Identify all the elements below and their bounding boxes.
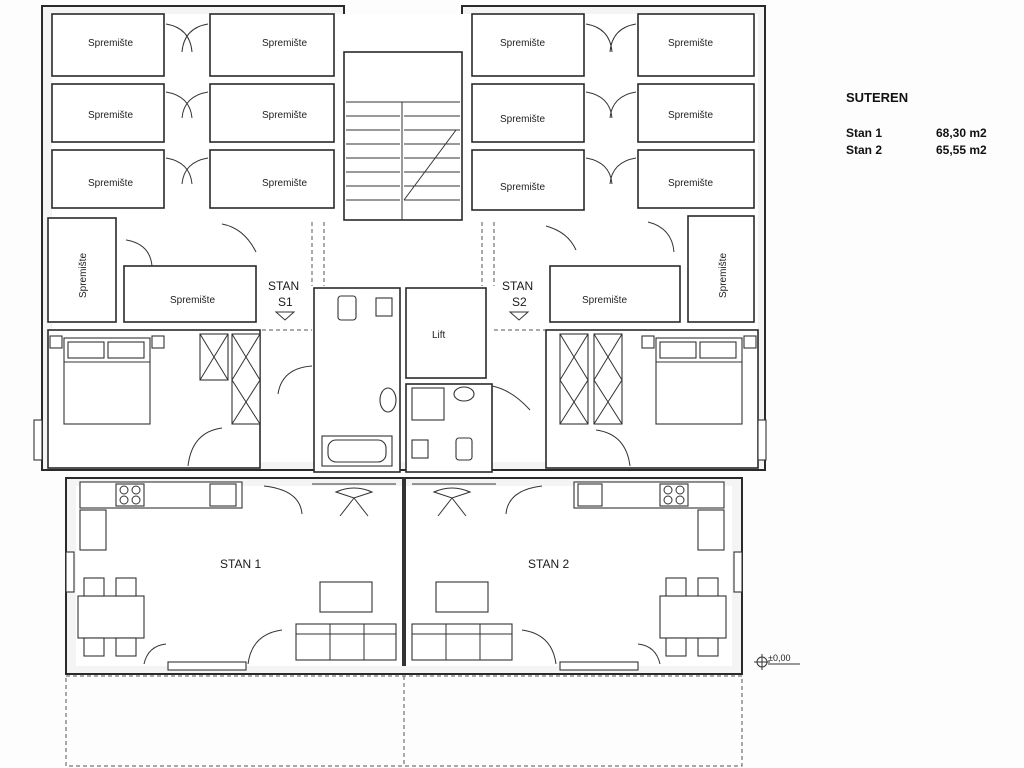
window <box>65 551 75 593</box>
storage-label: Spremište <box>582 295 627 306</box>
storage-label: Spremište <box>262 110 307 121</box>
legend-row-stan2: Stan 2 65,55 m2 <box>846 142 1016 159</box>
stan1-room-label: STAN 1 <box>220 557 261 571</box>
storage-room <box>637 149 755 209</box>
legend-row-stan1: Stan 1 68,30 m2 <box>846 125 1016 142</box>
storage-label: Spremište <box>88 178 133 189</box>
dining-table <box>77 595 145 639</box>
legend-unit-area: 68,30 m2 <box>936 126 987 140</box>
sanitary-fixtures <box>321 295 475 467</box>
storage-label: Spremište <box>262 38 307 49</box>
corridor-lines <box>262 222 546 331</box>
storage-label: Spremište <box>500 38 545 49</box>
stan2-entry-sub: S2 <box>512 295 527 309</box>
wardrobe <box>231 333 261 425</box>
legend-title: SUTEREN <box>846 90 909 105</box>
area-legend: SUTEREN Stan 1 68,30 m2 Stan 2 65,55 m2 <box>846 90 1016 159</box>
storage-rooms-right <box>471 13 755 323</box>
storage-label: Spremište <box>500 182 545 193</box>
storage-label: Spremište <box>78 253 89 298</box>
bedroom-stan2 <box>491 329 759 469</box>
living-stan2 <box>411 481 727 671</box>
storage-label: Spremište <box>170 295 215 306</box>
storage-room <box>123 265 257 323</box>
stan1-entry-sub: S1 <box>278 295 293 309</box>
storage-room <box>687 215 755 323</box>
entry-marker-icon <box>274 311 296 321</box>
level-label: ±0,00 <box>768 653 790 663</box>
storage-room <box>51 83 165 143</box>
level-marker: ±0,00 <box>754 653 800 670</box>
stan2-room-label: STAN 2 <box>528 557 569 571</box>
storage-label: Spremište <box>500 114 545 125</box>
storage-room <box>51 149 165 209</box>
sofa <box>295 623 397 661</box>
lift-shaft <box>405 287 487 379</box>
storage-label: Spremište <box>668 38 713 49</box>
dining-table <box>659 595 727 639</box>
storage-room <box>51 13 165 77</box>
storage-label: Spremište <box>668 110 713 121</box>
wardrobe <box>593 333 623 425</box>
storage-room <box>637 13 755 77</box>
storage-label: Spremište <box>718 253 729 298</box>
window <box>733 551 743 593</box>
wardrobe <box>559 333 589 425</box>
entry-marker-icon <box>508 311 530 321</box>
storage-room <box>471 83 585 143</box>
storage-room <box>471 149 585 211</box>
coffee-table <box>435 581 489 613</box>
legend-unit-name: Stan 1 <box>846 126 883 140</box>
stair-core <box>343 51 463 221</box>
storage-label: Spremište <box>88 38 133 49</box>
storage-room <box>549 265 681 323</box>
stair-treads <box>346 101 460 220</box>
storage-room <box>209 13 335 77</box>
window <box>757 419 767 461</box>
storage-label: Spremište <box>88 110 133 121</box>
living-stan1 <box>77 481 397 671</box>
sofa <box>411 623 513 661</box>
storage-room <box>209 149 335 209</box>
legend-unit-area: 65,55 m2 <box>936 143 987 157</box>
storage-room <box>47 217 117 323</box>
stan1-entry-label: STAN <box>268 279 299 293</box>
coffee-table <box>319 581 373 613</box>
storage-room <box>637 83 755 143</box>
stan2-entry-label: STAN <box>502 279 533 293</box>
storage-room <box>471 13 585 77</box>
bedroom-stan1 <box>47 329 313 469</box>
storage-label: Spremište <box>262 178 307 189</box>
legend-unit-name: Stan 2 <box>846 143 883 157</box>
lift-label: Lift <box>432 330 446 341</box>
storage-room <box>209 83 335 143</box>
window <box>33 419 43 461</box>
storage-rooms-left <box>47 13 335 323</box>
storage-label: Spremište <box>668 178 713 189</box>
